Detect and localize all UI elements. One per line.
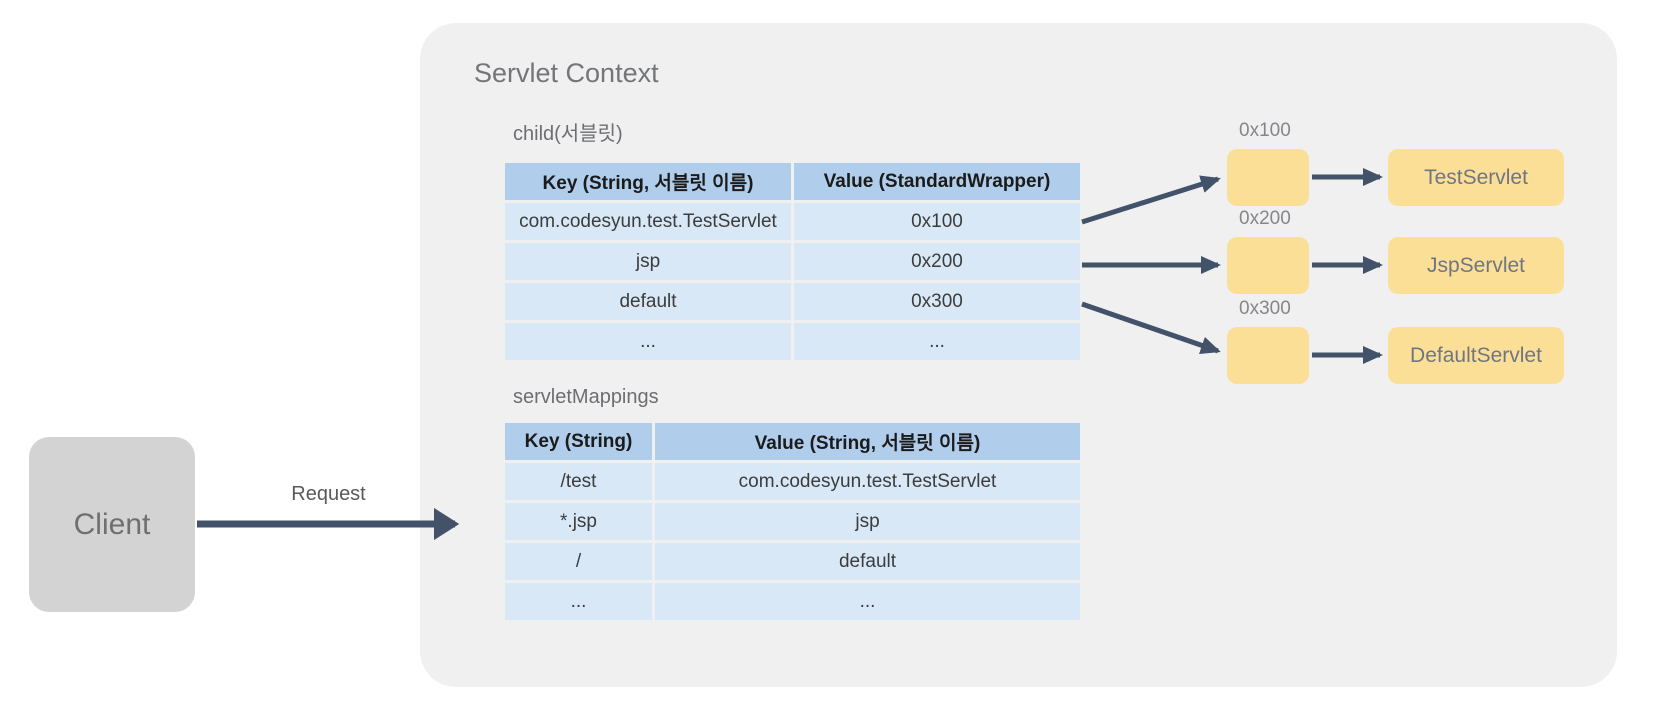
servlet-box-label: JspServlet xyxy=(1426,253,1526,277)
table-cell-value: 0x100 xyxy=(794,203,1080,240)
table-cell-value: default xyxy=(655,543,1080,580)
table-row: com.codesyun.test.TestServlet 0x100 xyxy=(505,203,1080,240)
mappings-table-header-row: Key (String) Value (String, 서블릿 이름) xyxy=(505,423,1080,460)
child-table-header-row: Key (String, 서블릿 이름) Value (StandardWrap… xyxy=(505,163,1080,200)
servlet-box-label: TestServlet xyxy=(1424,165,1528,189)
table-row: jsp 0x200 xyxy=(505,243,1080,280)
table-row: ... ... xyxy=(505,583,1080,620)
table-cell-value: jsp xyxy=(655,503,1080,540)
table-cell-key: ... xyxy=(505,583,652,620)
table-cell-key: *.jsp xyxy=(505,503,652,540)
servlet-mappings-table: Key (String) Value (String, 서블릿 이름) /tes… xyxy=(505,423,1080,620)
table-cell-key: default xyxy=(505,283,791,320)
wrapper-box-0x100 xyxy=(1227,149,1309,206)
table-cell-key: / xyxy=(505,543,652,580)
table-row: /test com.codesyun.test.TestServlet xyxy=(505,463,1080,500)
table-cell-value: 0x300 xyxy=(794,283,1080,320)
table-cell-value: ... xyxy=(794,323,1080,360)
table-row: default 0x300 xyxy=(505,283,1080,320)
servlet-box-jspservlet: JspServlet xyxy=(1388,237,1564,294)
wrapper-box-0x200 xyxy=(1227,237,1309,294)
table-cell-value: 0x200 xyxy=(794,243,1080,280)
panel-title: Servlet Context xyxy=(474,58,659,88)
mappings-table-header-key: Key (String) xyxy=(505,423,652,460)
client-box: Client xyxy=(29,437,195,612)
child-table: Key (String, 서블릿 이름) Value (StandardWrap… xyxy=(505,163,1080,360)
servlet-box-label: DefaultServlet xyxy=(1410,343,1542,367)
table-cell-key: ... xyxy=(505,323,791,360)
table-row: *.jsp jsp xyxy=(505,503,1080,540)
table-cell-value: ... xyxy=(655,583,1080,620)
child-table-header-key: Key (String, 서블릿 이름) xyxy=(505,163,791,200)
wrapper-address-label-0x100: 0x100 xyxy=(1239,120,1291,141)
child-table-header-value: Value (StandardWrapper) xyxy=(794,163,1080,200)
child-table-label: child(서블릿) xyxy=(513,123,623,145)
servlet-box-testservlet: TestServlet xyxy=(1388,149,1564,206)
servlet-box-defaultservlet: DefaultServlet xyxy=(1388,327,1564,384)
client-label: Client xyxy=(73,507,151,541)
table-cell-key: com.codesyun.test.TestServlet xyxy=(505,203,791,240)
table-cell-value: com.codesyun.test.TestServlet xyxy=(655,463,1080,500)
table-row: / default xyxy=(505,543,1080,580)
table-row: ... ... xyxy=(505,323,1080,360)
wrapper-address-label-0x200: 0x200 xyxy=(1239,208,1291,229)
wrapper-box-0x300 xyxy=(1227,327,1309,384)
table-cell-key: /test xyxy=(505,463,652,500)
wrapper-address-label-0x300: 0x300 xyxy=(1239,298,1291,319)
mappings-table-label: servletMappings xyxy=(513,386,659,408)
request-arrow-label: Request xyxy=(291,483,366,505)
mappings-table-header-value: Value (String, 서블릿 이름) xyxy=(655,423,1080,460)
table-cell-key: jsp xyxy=(505,243,791,280)
